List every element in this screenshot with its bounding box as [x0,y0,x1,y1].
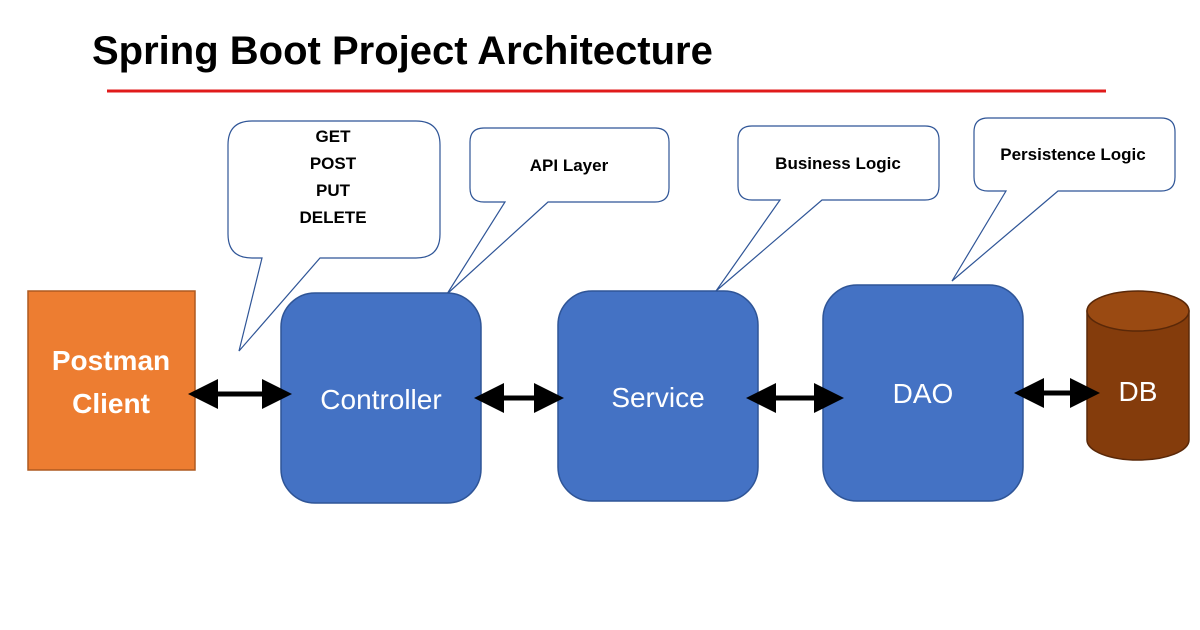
callout-business-logic-label: Business Logic [775,154,901,173]
controller-label: Controller [320,384,441,415]
callout-persistence-logic-bubble [951,117,1176,282]
postman-client-label-line2: Client [72,388,150,419]
method-delete: DELETE [299,208,366,227]
callout-api-layer: API Layer [446,127,670,295]
database-label: DB [1119,376,1158,407]
callout-business-logic-bubble [715,125,940,292]
dao-node: DAO [822,284,1024,502]
dao-label: DAO [893,378,954,409]
controller-node: Controller [280,292,482,504]
callout-api-layer-bubble [446,127,670,295]
page-title: Spring Boot Project Architecture [92,29,713,73]
service-node: Service [557,290,759,502]
method-get: GET [316,127,352,146]
callout-persistence-logic: Persistence Logic [951,117,1176,282]
callout-api-layer-label: API Layer [530,156,609,175]
database-cylinder-body [1086,310,1190,461]
database-node: DB [1086,290,1190,461]
postman-client-node: Postman Client [27,290,196,471]
callout-http-methods-bubble [227,120,441,352]
callout-http-methods: GET POST PUT DELETE [227,120,441,352]
method-put: PUT [316,181,351,200]
service-label: Service [611,382,704,413]
callout-persistence-logic-label: Persistence Logic [1000,145,1146,164]
postman-client-box [27,290,196,471]
callout-business-logic: Business Logic [715,125,940,292]
postman-client-label-line1: Postman [52,345,170,376]
method-post: POST [310,154,357,173]
database-cylinder-top [1086,290,1190,332]
